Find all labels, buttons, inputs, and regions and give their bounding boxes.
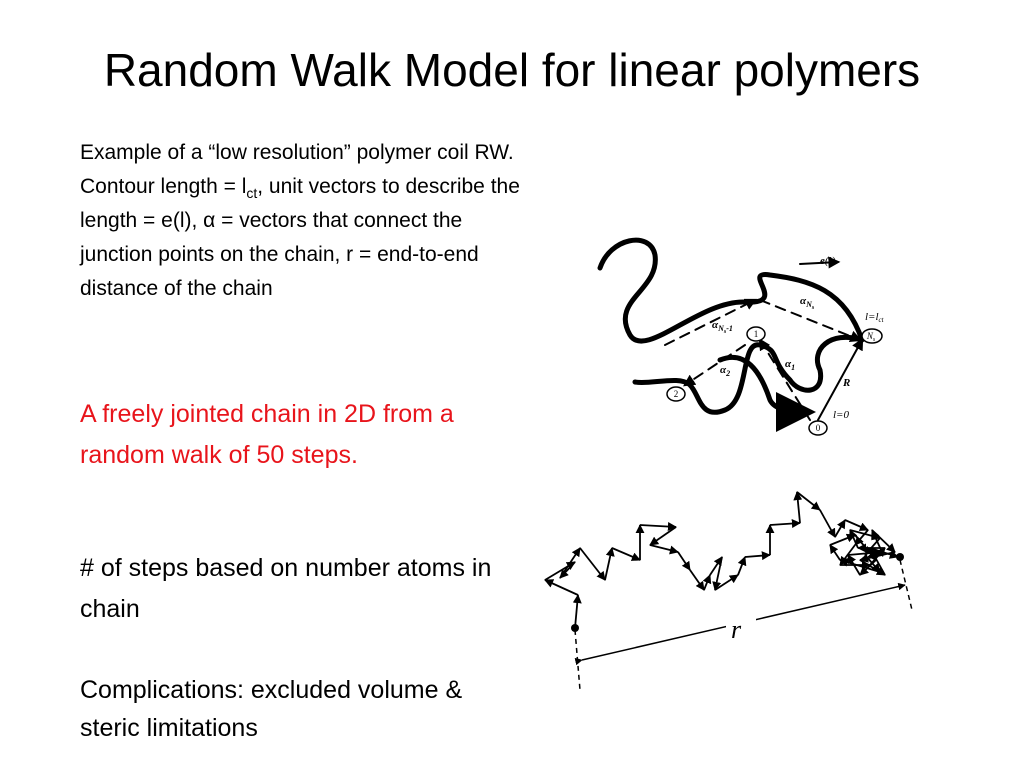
figure-description: Example of a “low resolution” polymer co… — [80, 136, 540, 306]
svg-text:α2: α2 — [720, 364, 730, 378]
svg-text:αNs: αNs — [800, 295, 815, 311]
node-Ns-sub: s — [873, 337, 876, 343]
vector-alpha-1 — [758, 337, 811, 421]
l-lct-sub: ct — [879, 316, 885, 324]
complications-text: Complications: excluded volume & steric … — [80, 676, 463, 742]
slide-title: Random Walk Model for linear polymers — [103, 44, 921, 96]
alpha-1-sub: 1 — [791, 363, 795, 372]
desc-part-c: = vectors that connect the junction poin… — [80, 209, 479, 300]
svg-text:l=lct: l=lct — [865, 311, 885, 324]
desc-alpha-symbol: α — [203, 209, 216, 232]
alpha-2-sub: 2 — [725, 369, 730, 378]
vector-e-l — [799, 256, 841, 269]
alpha-Ns1-subsub: s — [723, 329, 727, 335]
node-1-label: 1 — [754, 329, 759, 339]
vector-alpha-Ns — [759, 299, 863, 343]
R-label: R — [842, 377, 850, 389]
walk-step — [579, 547, 606, 581]
walk-step — [709, 556, 723, 576]
node-0-label: 0 — [816, 423, 821, 433]
node-Ns-label: N — [866, 331, 874, 341]
walk-step — [639, 522, 677, 532]
desc-part-b: , unit vectors to describe the length = … — [80, 175, 520, 232]
svg-text:α1: α1 — [785, 358, 795, 372]
walk-step — [689, 569, 705, 591]
freely-jointed-chain-text: A freely jointed chain in 2D from a rand… — [80, 400, 454, 469]
l-0-label: l=0 — [833, 409, 849, 421]
alpha-Ns1-sub: N — [717, 324, 725, 333]
alpha-Ns-symbol: α — [800, 295, 807, 307]
walk-step — [796, 491, 821, 511]
walk-step — [649, 526, 677, 546]
walk-end-dot — [896, 553, 904, 561]
walk-step — [819, 509, 836, 538]
walk-step — [834, 519, 846, 538]
walk-step — [859, 559, 886, 576]
node-0-circle — [808, 420, 828, 436]
walk-step — [859, 559, 877, 576]
walk-step — [611, 547, 641, 561]
alpha-Ns-sub: N — [805, 300, 813, 309]
walk-step — [677, 551, 691, 571]
node-1-circle — [746, 326, 766, 342]
desc-part-a: Example of a “low resolution” polymer co… — [80, 141, 514, 198]
walk-step — [871, 529, 896, 553]
walk-step — [844, 519, 869, 531]
node-2-circle — [666, 386, 686, 402]
vector-alpha-2 — [683, 344, 746, 387]
walk-step — [702, 574, 712, 591]
walk-step — [737, 556, 747, 576]
walk-step — [649, 544, 679, 555]
walk-step — [829, 544, 841, 561]
walk-step — [769, 519, 801, 529]
walk-step — [869, 547, 899, 559]
chain-end-segment — [717, 354, 816, 432]
walk-step — [544, 579, 579, 596]
walk-step — [869, 547, 886, 576]
alpha-Ns-subsub: s — [811, 305, 815, 311]
walk-step — [839, 558, 881, 573]
walk-steps — [544, 491, 899, 629]
polymer-coil-figure: e(l) αNs αNs-1 α2 α1 l=lct R l=0 0 1 2 N… — [597, 237, 885, 436]
walk-step — [854, 529, 869, 546]
alpha-1-symbol: α — [785, 358, 792, 370]
vector-R — [817, 337, 864, 421]
svg-text:αNs-1: αNs-1 — [712, 319, 733, 335]
walk-step — [829, 533, 856, 546]
random-walk-figure: r — [544, 491, 913, 690]
node-Ns-circle — [861, 328, 883, 344]
e-arg: (l) — [825, 255, 836, 267]
desc-ct-subscript: ct — [246, 185, 258, 202]
r-label: r — [731, 615, 742, 644]
steps-text: # of steps based on number atoms in chai… — [80, 554, 492, 623]
e-label: e — [820, 255, 825, 267]
vector-alpha-Ns-1 — [664, 298, 758, 346]
alpha-2-symbol: α — [720, 364, 727, 376]
node-2-label: 2 — [674, 389, 679, 399]
alpha-Ns1-symbol: α — [712, 319, 719, 331]
walk-step — [847, 554, 861, 576]
svg-text:Ns: Ns — [866, 331, 876, 343]
walk-step — [793, 491, 803, 524]
walk-step — [572, 594, 582, 629]
walk-step — [744, 551, 771, 561]
walk-step — [871, 529, 883, 553]
walk-step — [559, 547, 581, 579]
end-marker-left — [574, 629, 581, 690]
svg-text:e(l): e(l) — [820, 255, 836, 267]
l-lct-label: l=l — [865, 311, 879, 323]
walk-start-dot — [571, 624, 579, 632]
walk-step — [604, 547, 615, 581]
alpha-Ns1-tail: -1 — [726, 324, 733, 333]
